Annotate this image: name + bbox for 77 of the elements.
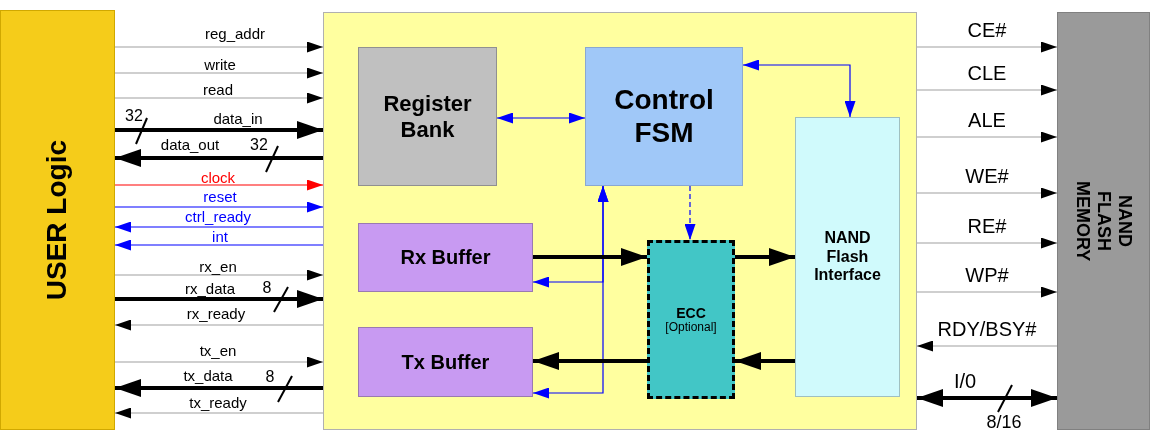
signal-label: data_in [213, 110, 263, 126]
logic-block [0, 10, 115, 430]
interface-block [795, 117, 900, 397]
bus-width-label: 8 [265, 369, 275, 385]
register-block [358, 47, 497, 186]
memory-block [1057, 12, 1150, 430]
signal-label: rx_en [199, 258, 237, 274]
signal-label: data_out [160, 136, 220, 152]
signal-label: ALE [968, 110, 1006, 130]
signal-label: ctrl_ready [185, 208, 251, 224]
arrow [916, 340, 1058, 352]
bus-width-label: 32 [250, 137, 268, 153]
signal-label: WP# [965, 265, 1009, 285]
signal-label: CE# [967, 20, 1007, 40]
double-arrow [917, 389, 1057, 407]
double-arrow [496, 112, 586, 124]
arrow [916, 131, 1058, 143]
arrow [916, 187, 1058, 199]
controller-block [323, 12, 917, 430]
double-arrow [532, 185, 609, 399]
arrow [916, 41, 1058, 53]
signal-label: RE# [967, 216, 1007, 236]
bus-width-label: 8 [262, 280, 272, 296]
arrow [114, 319, 324, 331]
signal-label: clock [200, 169, 236, 185]
block-title: Register Bank [382, 91, 473, 142]
ecc-block [647, 240, 735, 399]
block-title: Tx Buffer [401, 350, 490, 374]
arrow [684, 185, 696, 241]
arrow [114, 201, 324, 213]
arrow [114, 41, 324, 53]
signal-label: int [212, 228, 228, 244]
arrow [115, 379, 323, 397]
signal-label: read [203, 81, 233, 97]
signal-label: I/0 [953, 371, 977, 391]
signal-label: reset [203, 188, 237, 204]
arrow [115, 149, 323, 167]
arrow [114, 179, 324, 191]
signal-label: tx_ready [189, 394, 247, 410]
signal-label: RDY/BSY# [937, 319, 1037, 339]
arrow [115, 290, 323, 308]
signal-label: tx_en [199, 342, 237, 358]
block-title: ECC [676, 304, 706, 321]
arrow [916, 286, 1058, 298]
block-title: NAND Flash Interface [813, 229, 882, 285]
buffer-block [358, 223, 533, 292]
arrow [114, 67, 324, 79]
arrow [735, 248, 795, 266]
arrow [114, 239, 324, 251]
block-title: USER Logic [41, 139, 74, 301]
bus-width-label: 32 [125, 108, 143, 124]
signal-label: rx_data [185, 280, 235, 296]
block-title: NAND FLASH MEMORY [1072, 179, 1135, 264]
signal-label: tx_data [183, 367, 233, 383]
arrow [114, 221, 324, 233]
block-title: Rx Buffer [400, 246, 491, 269]
block-note: [Optional] [665, 320, 717, 335]
arrow [916, 237, 1058, 249]
arrow [115, 121, 323, 139]
arrow [533, 352, 647, 370]
buffer-block [358, 327, 533, 397]
signal-label: reg_addr [205, 25, 265, 41]
double-arrow [742, 59, 856, 118]
state-machine-block [585, 47, 743, 186]
signal-label: WE# [965, 166, 1009, 186]
signal-label: write [204, 56, 236, 72]
arrow [533, 248, 647, 266]
arrow [114, 407, 324, 419]
arrow [114, 356, 324, 368]
arrow [735, 352, 795, 370]
bus-width-label: 8/16 [986, 413, 1022, 430]
arrow [916, 84, 1058, 96]
arrow [114, 269, 324, 281]
block-title: Control FSM [613, 84, 715, 149]
arrow [114, 92, 324, 104]
signal-label: CLE [967, 63, 1007, 83]
signal-label: rx_ready [186, 305, 246, 321]
